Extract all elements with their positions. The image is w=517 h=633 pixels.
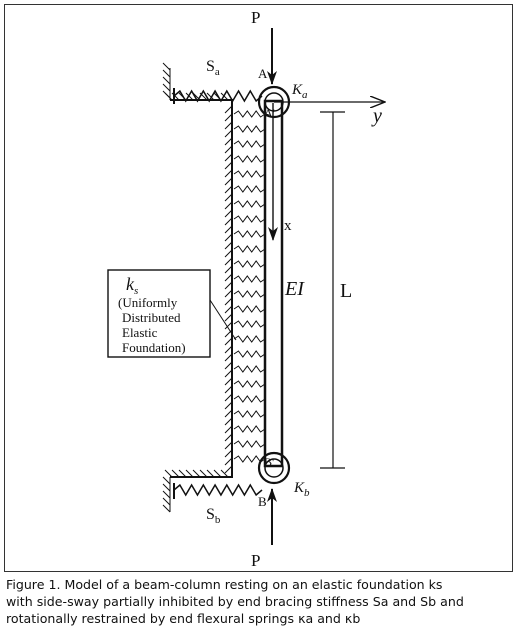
load-label-top: P [251, 8, 260, 27]
y-axis-label: y [371, 105, 382, 127]
rotational-spring-bottom [257, 451, 291, 485]
foundation-symbol: ks [126, 274, 138, 297]
node-label-bottom-prime: B' [264, 455, 274, 469]
node-label-top-prime: A' [264, 106, 275, 120]
wall-support [162, 62, 233, 513]
length-label: L [340, 280, 352, 302]
spring-label-bottom: Sb [206, 506, 221, 526]
lateral-spring-top [173, 88, 263, 104]
figure-caption: Figure 1. Model of a beam-column resting… [6, 576, 511, 627]
foundation-desc-3: Elastic [122, 325, 158, 340]
beam-column [263, 99, 284, 468]
foundation-desc-2: Distributed [122, 310, 181, 325]
node-label-top: A [258, 66, 268, 81]
spring-label-top: Sa [206, 58, 220, 78]
stiffness-label: EI [284, 278, 305, 300]
foundation-desc-1: (Uniformly [118, 295, 178, 310]
caption-line-1: Figure 1. Model of a beam-column resting… [6, 577, 443, 592]
figure-frame [4, 4, 513, 572]
load-label-bottom: P [251, 551, 260, 570]
lateral-spring-bottom [173, 483, 263, 499]
foundation-desc-4: Foundation) [122, 340, 186, 355]
foundation-label-box [107, 269, 211, 358]
x-axis-label: x [284, 218, 292, 234]
caption-line-2: with side-sway partially inhibited by en… [6, 594, 464, 609]
caption-line-3: rotationally restrained by end flexural … [6, 611, 361, 626]
node-label-bottom: B [258, 494, 267, 509]
kappa-label-bottom: Kb [293, 480, 310, 499]
foundation-springs [233, 110, 266, 463]
kappa-label-top: Ka [291, 82, 308, 101]
length-dimension [320, 111, 345, 469]
